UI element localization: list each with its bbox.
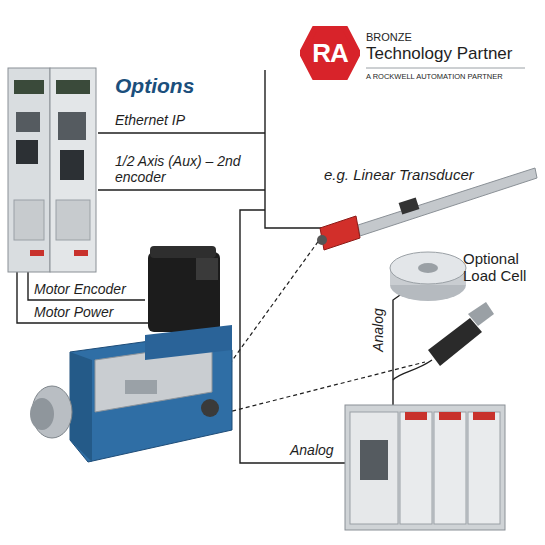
dashed-links [205,232,425,418]
signal-name: Analog [370,308,386,352]
sensor [428,302,494,366]
servo-motor [148,246,220,332]
servo-drive [8,68,96,272]
partner-subtitle: A ROCKWELL AUTOMATION PARTNER [366,73,503,82]
partner-tier: BRONZE [366,31,412,44]
signal-name: Motor Power [34,304,113,320]
device-label: Optional Load Cell [463,250,541,285]
signal-name: 1/2 Axis (Aux) – 2nd encoder [115,153,241,185]
wires [17,50,432,463]
signal-name: Ethernet IP [115,112,185,128]
device-label: e.g. Linear Transducer [324,166,474,183]
load-cell [390,252,466,301]
logo-hexagon [302,28,358,78]
options-heading: Options [115,74,194,98]
signal-name: Motor Encoder [34,281,126,297]
linear-actuator [30,325,232,462]
logo-rule [366,68,525,69]
logo-badge: RA [300,26,360,80]
logo-text: RA [312,38,348,69]
signal-name: Analog [290,442,334,458]
partner-title: Technology Partner [366,44,512,64]
plc-chassis [345,405,505,530]
